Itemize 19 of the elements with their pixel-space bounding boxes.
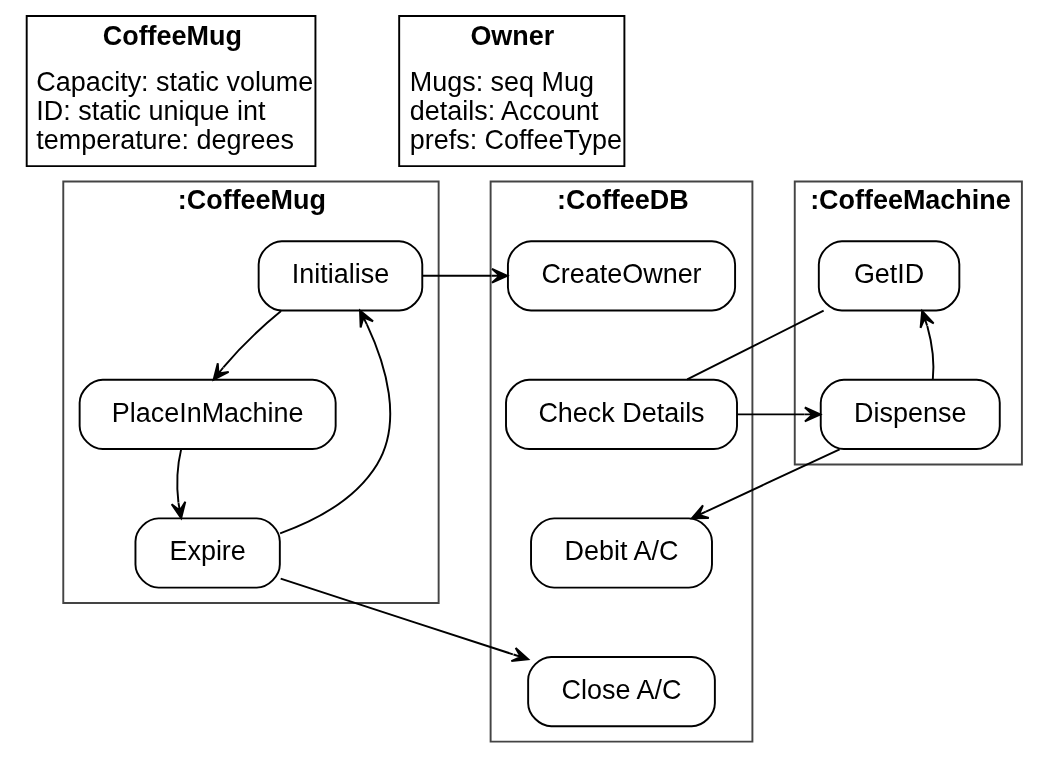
node-box: Expire xyxy=(134,517,281,589)
arrow xyxy=(421,267,509,284)
arrow xyxy=(170,448,187,520)
arrow xyxy=(919,310,935,381)
arrow xyxy=(736,406,822,423)
node-box: Dispense xyxy=(819,378,1001,450)
node-box: CoffeeMug Capacity: static volume ID: static unique int temperature: degrees xyxy=(25,15,317,168)
node-box: PlaceInMachine xyxy=(78,378,337,450)
node-box: Check Details xyxy=(505,378,738,450)
connector xyxy=(686,309,825,381)
node-box: Owner Mugs: seq Mug details: Account prefs: CoffeeType xyxy=(398,15,626,168)
arrow xyxy=(279,577,530,663)
arrow xyxy=(279,309,392,535)
node-box: Initialise xyxy=(257,240,424,312)
node-box: Close A/C xyxy=(527,656,716,728)
arrow xyxy=(212,310,282,381)
node-box: Debit A/C xyxy=(530,517,713,589)
node-box: GetID xyxy=(817,240,961,312)
node-box: CreateOwner xyxy=(507,240,737,312)
